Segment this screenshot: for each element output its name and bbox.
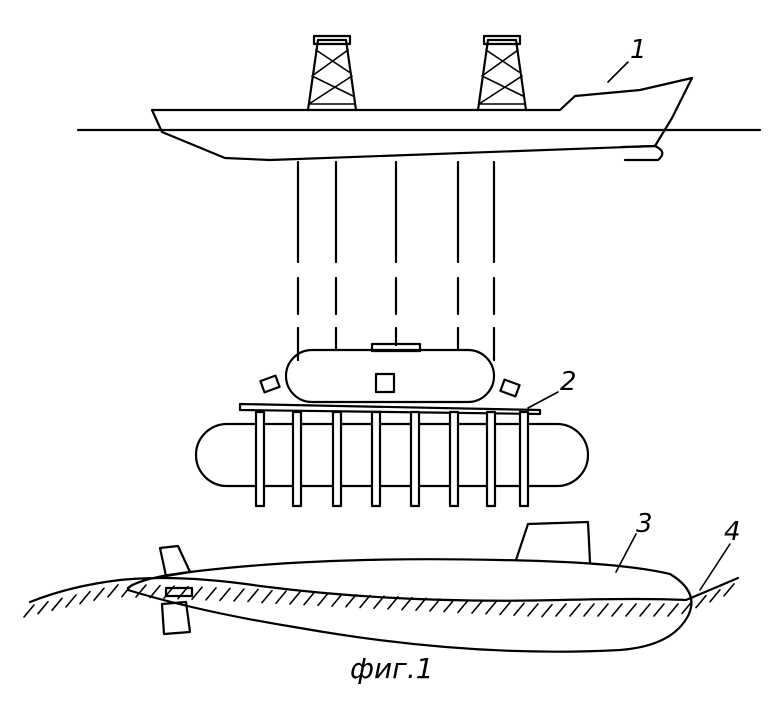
seabed-hatch-stroke — [429, 598, 441, 612]
leader-line-4 — [699, 543, 731, 591]
seabed-hatch-stroke — [177, 585, 189, 600]
label-seabed: 4 — [724, 517, 741, 547]
seabed-hatch-stroke — [247, 588, 259, 603]
seabed-hatch-stroke — [471, 600, 483, 614]
seabed-hatch-stroke — [345, 593, 357, 608]
seabed-hatch-stroke — [163, 585, 175, 599]
seabed-hatch-stroke — [513, 602, 525, 617]
seabed-hatch-stroke — [317, 592, 329, 607]
seabed-hatch-stroke — [191, 586, 203, 601]
derrick-left — [306, 34, 358, 112]
pontoon-float — [194, 422, 590, 488]
leader-line-3 — [615, 533, 637, 573]
seabed-hatch-stroke — [373, 595, 385, 610]
seabed-hatch-stroke — [499, 601, 511, 616]
seabed-hatch-stroke — [653, 603, 665, 617]
seabed-hatch-stroke — [457, 599, 469, 614]
seabed-hatch-stroke — [233, 588, 245, 602]
derrick-right — [476, 34, 528, 112]
label-submarine: 3 — [636, 509, 653, 539]
seabed-hatch-stroke — [583, 603, 595, 617]
seabed-hatch-stroke — [443, 598, 455, 613]
seabed-hatch-stroke — [639, 603, 651, 617]
seabed-hatch-stroke — [625, 603, 637, 617]
grab-legs — [254, 410, 530, 508]
label-rescue-frame: 2 — [560, 367, 577, 397]
thruster-right — [499, 378, 521, 398]
stern-fin-lower — [160, 600, 192, 636]
seabed-hatch-stroke — [569, 603, 581, 617]
seabed-hatch-stroke — [149, 584, 161, 599]
seabed-hatch-stroke — [667, 603, 679, 617]
seabed-hatch-stroke — [93, 587, 105, 602]
seabed-hatch-stroke — [401, 596, 413, 611]
seabed-hatch-stroke — [205, 587, 217, 601]
stern-fin-upper — [158, 544, 192, 578]
conning-tower — [514, 520, 592, 564]
seabed-hatch-stroke — [723, 583, 735, 597]
ship: 1 — [150, 34, 694, 162]
rescue-frame: 2 — [194, 342, 590, 508]
hoist-cables — [296, 160, 496, 362]
seabed-hatch-stroke — [485, 600, 497, 615]
seabed-hatch-stroke — [611, 603, 623, 617]
label-ship: 1 — [630, 35, 647, 65]
seabed-hatch-stroke — [555, 603, 567, 617]
seabed-hatch-stroke — [597, 603, 609, 617]
seabed-hatch-stroke — [415, 597, 427, 612]
seabed-hatch-stroke — [121, 583, 133, 598]
seabed-hatch-stroke — [289, 591, 301, 605]
seabed-hatch-stroke — [107, 584, 119, 598]
thruster-left — [259, 374, 281, 394]
seabed-hatch-stroke — [275, 590, 287, 605]
seabed-hatch-stroke — [541, 603, 553, 618]
seabed-hatch-stroke — [23, 604, 35, 618]
seabed-hatch-stroke — [65, 594, 77, 608]
seabed-hatch-stroke — [51, 597, 63, 612]
figure-caption: фиг.1 — [350, 652, 434, 685]
seabed-hatch-stroke — [219, 587, 231, 602]
seabed-hatch-stroke — [303, 591, 315, 606]
seabed: 4 — [23, 517, 741, 618]
seabed-hatch-stroke — [527, 603, 539, 617]
leader-line-2 — [527, 391, 559, 409]
seabed-hatch-stroke — [359, 594, 371, 609]
hatch-icon — [374, 372, 396, 394]
seabed-hatch-stroke — [79, 590, 91, 605]
rescue-chamber — [284, 348, 496, 404]
seabed-hatch-stroke — [681, 600, 693, 615]
leader-line-1 — [607, 61, 629, 83]
seabed-hatch-stroke — [387, 596, 399, 610]
seabed-hatch-stroke — [261, 589, 273, 604]
seabed-hatch-stroke — [709, 588, 721, 603]
seabed-hatch-stroke — [331, 593, 343, 607]
seabed-hatch-stroke — [135, 584, 147, 598]
seabed-hatch-stroke — [37, 600, 49, 615]
seabed-hatch-stroke — [695, 594, 707, 609]
